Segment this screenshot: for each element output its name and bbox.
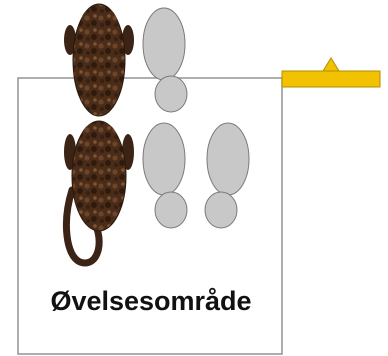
handler-footprint-right xyxy=(205,123,249,228)
dog-bottom xyxy=(64,121,134,263)
area-label: Øvelsesområde xyxy=(22,286,280,317)
dog-top xyxy=(64,4,134,116)
handler-footprint-top xyxy=(143,8,187,112)
start-marker xyxy=(282,58,380,87)
handler-footprint-left xyxy=(143,123,187,228)
